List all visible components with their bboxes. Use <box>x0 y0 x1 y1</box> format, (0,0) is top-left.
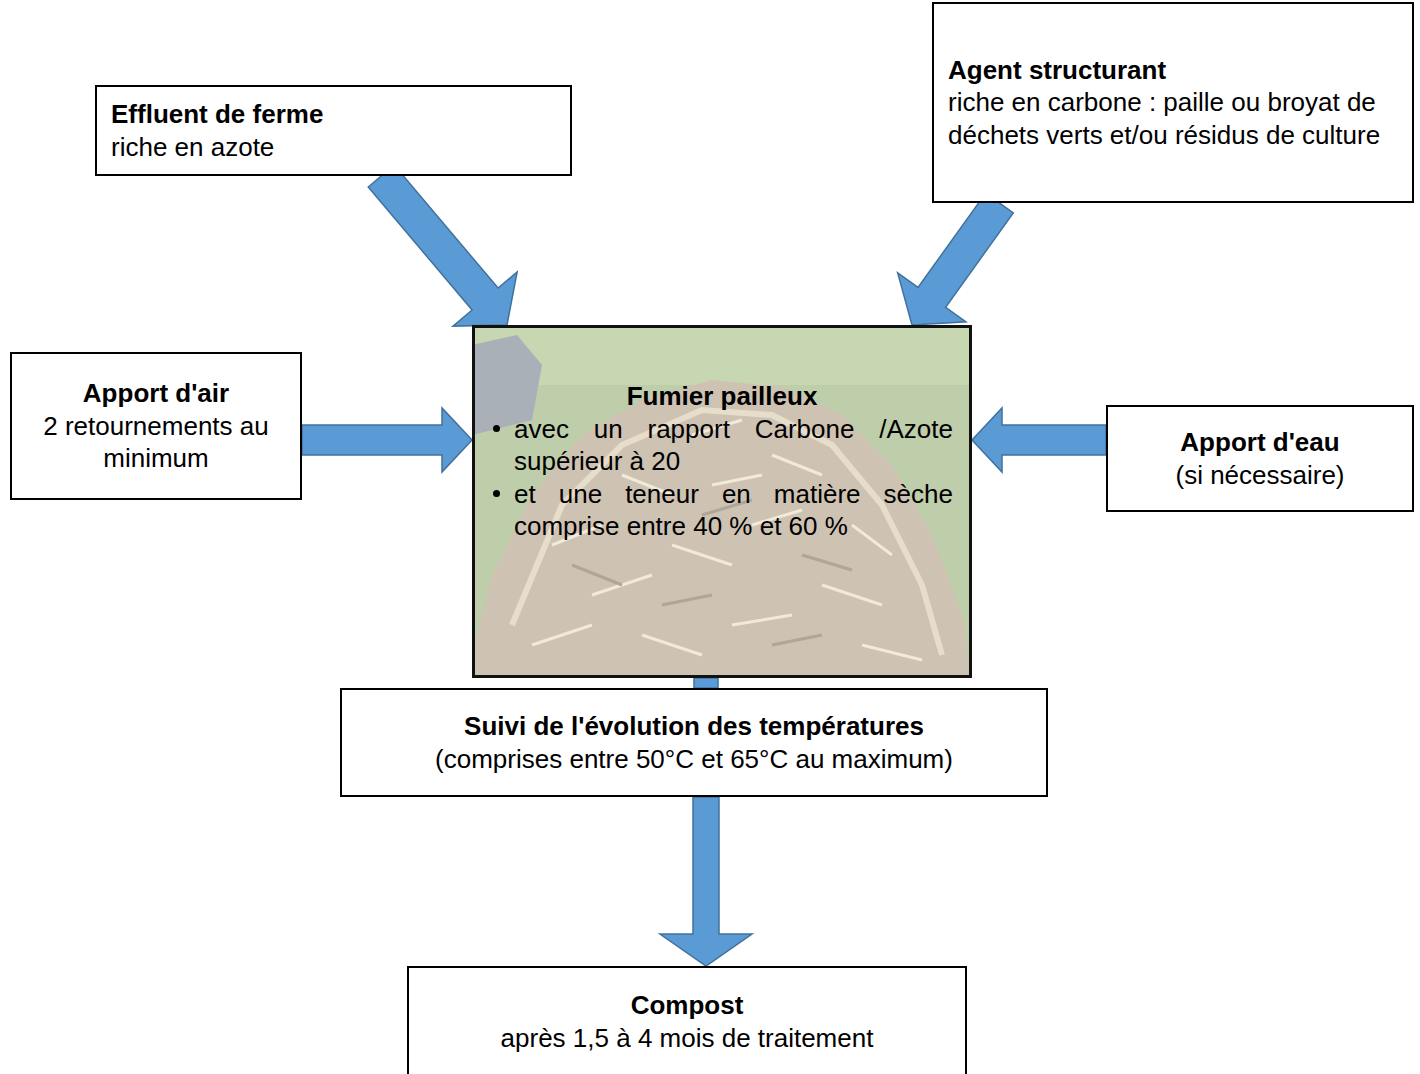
process-box: Suivi de l'évolution des températures(co… <box>340 688 1048 797</box>
box-text: riche en carbone : paille ou broyat de d… <box>948 86 1398 151</box>
box-heading: Fumier pailleux <box>491 380 953 413</box>
output-box: Compostaprès 1,5 à 4 mois de traitement <box>407 966 967 1074</box>
box-heading: Effluent de ferme <box>111 98 556 131</box>
box-heading: Suivi de l'évolution des températures <box>356 710 1032 743</box>
box-heading: Apport d'eau <box>1122 426 1398 459</box>
connector-stem <box>694 678 718 688</box>
bullet-text: et une teneur en matière sèche comprise … <box>514 478 953 543</box>
box-text: (si nécessaire) <box>1122 459 1398 492</box>
bullet-item: et une teneur en matière sèche comprise … <box>491 478 953 543</box>
input-box: Apport d'eau(si nécessaire) <box>1106 405 1414 512</box>
bullet-dot <box>493 425 500 432</box>
box-text: après 1,5 à 4 mois de traitement <box>423 1022 951 1055</box>
block-arrow <box>898 193 1014 325</box>
bullet-item: avec un rapport Carbone /Azote supérieur… <box>491 413 953 478</box>
block-arrow <box>972 408 1106 472</box>
photo-box: Fumier pailleuxavec un rapport Carbone /… <box>472 325 972 678</box>
input-box: Apport d'air2 retournements au minimum <box>10 352 302 500</box>
box-heading: Agent structurant <box>948 54 1398 87</box>
box-heading: Compost <box>423 989 951 1022</box>
input-box: Effluent de fermeriche en azote <box>95 85 572 176</box>
block-arrow <box>302 408 472 472</box>
box-text: 2 retournements au minimum <box>26 410 286 475</box>
bullet-dot <box>493 490 500 497</box>
block-arrow <box>660 797 752 966</box>
input-box: Agent structurantriche en carbone : pail… <box>932 2 1414 203</box>
block-arrow <box>368 165 517 326</box>
box-text: (comprises entre 50°C et 65°C au maximum… <box>356 743 1032 776</box>
box-text: riche en azote <box>111 131 556 164</box>
bullet-text: avec un rapport Carbone /Azote supérieur… <box>514 413 953 478</box>
box-heading: Apport d'air <box>26 377 286 410</box>
